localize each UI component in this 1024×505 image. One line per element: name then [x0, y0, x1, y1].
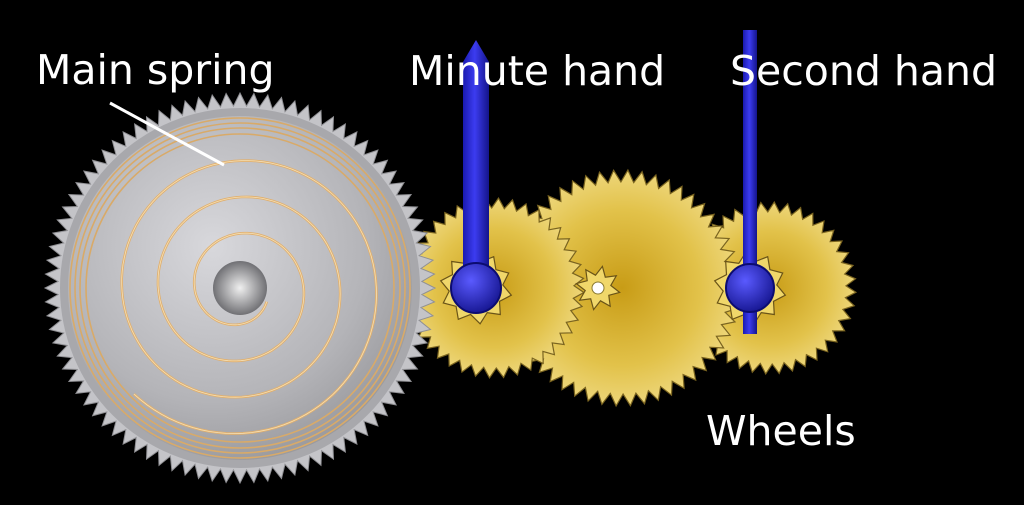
second-hand-hub	[725, 263, 775, 313]
second-hand	[725, 30, 775, 334]
second-hand-label: Second hand	[730, 47, 997, 95]
minute-hand-hub	[450, 262, 502, 314]
main-spring-pointer	[109, 101, 225, 167]
minute-hand	[450, 40, 502, 314]
wheels-label: Wheels	[706, 407, 856, 455]
mainspring-barrel	[43, 91, 437, 485]
middle-wheel-pivot	[591, 281, 605, 295]
main-spring-label: Main spring	[36, 46, 275, 94]
minute-hand-label: Minute hand	[409, 47, 665, 95]
